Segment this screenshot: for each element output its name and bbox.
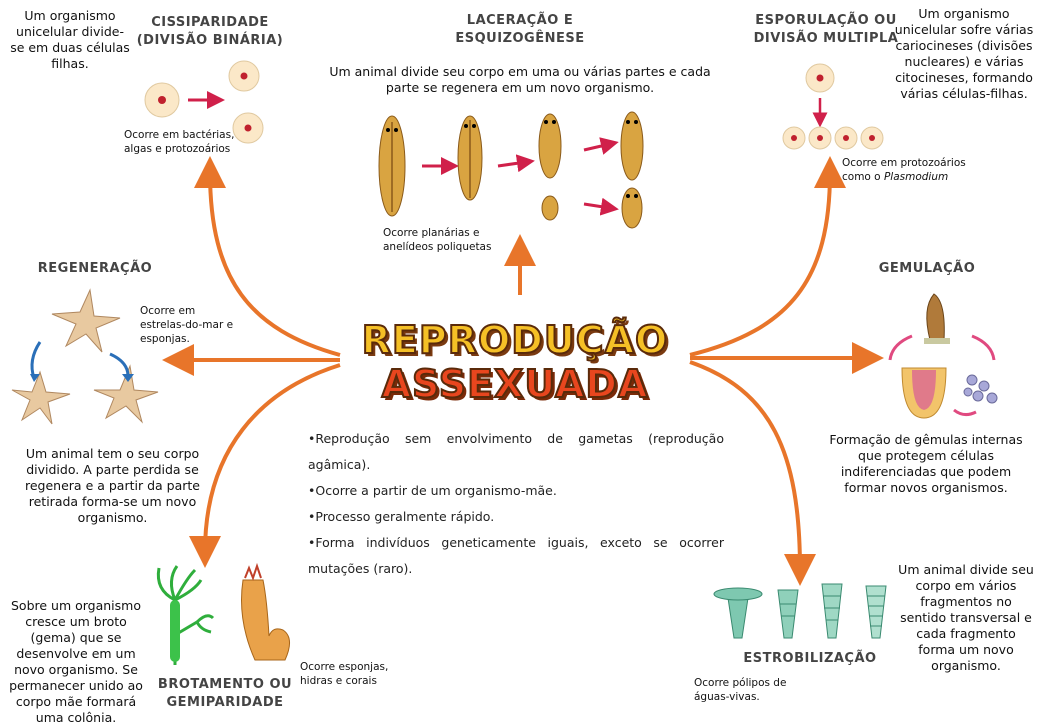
esporulacao-title: ESPORULAÇÃO OU DIVISÃO MULTIPLA <box>748 12 904 48</box>
strobilation-illustration <box>713 583 887 639</box>
summary-bullet: •Processo geralmente rápido. <box>308 509 495 524</box>
regeneracao-desc: Um animal tem o seu corpo dividido. A pa… <box>25 446 200 525</box>
arrow-to-estrobilizacao <box>689 360 816 586</box>
cissiparidade-occurs: Ocorre em bactérias, algas e protozoário… <box>124 129 235 155</box>
brotamento-desc: Sobre um organismo cresce um broto (gema… <box>9 598 143 725</box>
binary-fission-illustration <box>144 60 264 144</box>
cissiparidade-title-line2: (DIVISÃO BINÁRIA) <box>136 33 284 48</box>
new-sponge-cells-icon <box>963 374 998 404</box>
coral-polyp-icon <box>241 562 290 661</box>
regeneracao-title: REGENERAÇÃO <box>37 261 153 276</box>
arrow-to-brotamento <box>189 363 341 568</box>
laceracao-desc: Um animal divide seu corpo em uma ou vár… <box>329 64 711 95</box>
budding-illustration <box>156 562 290 665</box>
planaria-icon <box>620 111 644 181</box>
main-title: REPRODUÇÃO ASSEXUADA <box>355 317 675 407</box>
esporulacao-desc: Um organismo unicelular sofre várias car… <box>894 6 1034 101</box>
esporulacao-occurs-text: Ocorre em protozoários como o <box>842 157 966 183</box>
esporulacao-title-line1: ESPORULAÇÃO OU <box>755 13 897 28</box>
laceracao-title: LACERAÇÃO E ESQUIZOGÊNESE <box>420 12 620 48</box>
daughter-cell-icon <box>860 126 884 150</box>
regeneracao-occurs: Ocorre em estrelas-do-mar e esponjas. <box>140 305 234 345</box>
gemmule-illustration <box>888 293 998 419</box>
starfish-icon <box>51 288 121 353</box>
strobila-icon <box>821 583 843 639</box>
daughter-cell-icon <box>808 126 832 150</box>
brotamento-title-line2: GEMIPARIDADE <box>166 695 284 710</box>
summary-bullet: •Ocorre a partir de um organismo-mãe. <box>308 483 557 498</box>
summary-bullet: •Forma indivíduos geneticamente iguais, … <box>308 535 724 576</box>
plasmodium-name: Plasmodium <box>883 171 949 183</box>
laceracao-occurs: Ocorre planárias e anelídeos poliquetas <box>383 227 492 253</box>
starfish-icon <box>11 370 71 425</box>
brotamento-title: BROTAMENTO OU GEMIPARIDADE <box>150 676 300 712</box>
planaria-fragment-icon <box>541 195 559 221</box>
hydra-icon <box>156 565 215 665</box>
laceracao-title-line2: ESQUIZOGÊNESE <box>455 31 585 46</box>
starfish-icon <box>93 364 159 424</box>
sponge-icon <box>924 293 950 344</box>
daughter-cell-icon <box>782 126 806 150</box>
gemulacao-desc: Formação de gêmulas internas que protege… <box>829 432 1023 495</box>
gemmule-icon <box>901 367 947 419</box>
planaria-icon <box>621 187 643 229</box>
cissiparidade-title-line1: CISSIPARIDADE <box>151 15 269 30</box>
mother-cell-icon <box>805 63 835 93</box>
laceracao-title-line1: LACERAÇÃO E <box>466 13 574 28</box>
main-title-line2: ASSEXUADA <box>381 361 649 407</box>
brotamento-occurs: Ocorre esponjas, hidras e corais <box>300 661 389 687</box>
arrow-to-esporulacao <box>689 156 846 357</box>
summary-bullet: •Reprodução sem envolvimento de gametas … <box>308 431 724 472</box>
esporulacao-title-line2: DIVISÃO MULTIPLA <box>753 31 899 46</box>
summary-bullets: •Reprodução sem envolvimento de gametas … <box>308 426 724 582</box>
planaria-icon <box>457 115 483 201</box>
mother-cell-icon <box>144 82 180 118</box>
esporulacao-occurs: Ocorre em protozoários como o Plasmodium <box>842 156 972 184</box>
estrobilizacao-desc: Um animal divide seu corpo em vários fra… <box>898 562 1034 673</box>
sporulation-illustration <box>782 63 884 150</box>
hydra-body-icon <box>170 600 180 662</box>
planaria-icon <box>378 115 406 217</box>
arrow-to-cissiparidade <box>194 156 341 357</box>
planaria-fragment-icon <box>538 113 562 179</box>
strobila-icon <box>777 589 799 639</box>
estrobilizacao-occurs: Ocorre pólipos de águas-vivas. <box>694 677 787 703</box>
cissiparidade-title: CISSIPARIDADE (DIVISÃO BINÁRIA) <box>130 14 290 50</box>
strobila-icon <box>865 585 887 639</box>
estrobilizacao-title: ESTROBILIZAÇÃO <box>743 651 877 666</box>
polyp-icon <box>713 587 763 639</box>
brotamento-title-line1: BROTAMENTO OU <box>157 677 293 692</box>
daughter-cell-icon <box>228 60 260 92</box>
planaria-illustration <box>378 111 644 229</box>
gemulacao-title: GEMULAÇÃO <box>878 261 976 276</box>
cissiparidade-desc: Um organismo unicelular divide-se em dua… <box>10 8 130 71</box>
daughter-cell-icon <box>834 126 858 150</box>
main-title-line1: REPRODUÇÃO <box>361 317 669 363</box>
starfish-illustration <box>11 288 159 425</box>
daughter-cell-icon <box>232 112 264 144</box>
